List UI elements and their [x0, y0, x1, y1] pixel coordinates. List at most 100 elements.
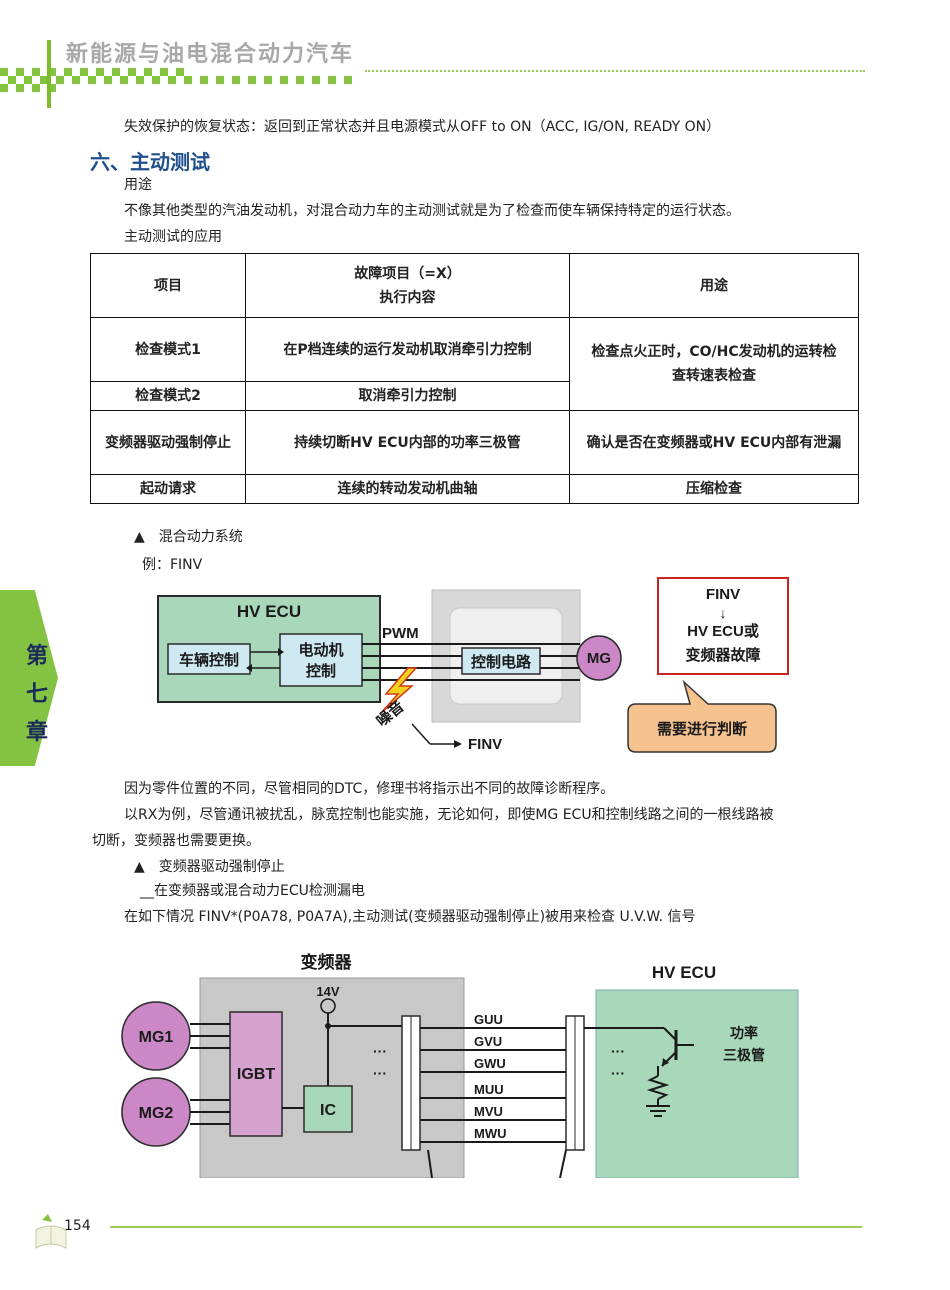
row3-item: 变频器驱动强制停止: [90, 410, 246, 475]
inverter-caption: ▲ 变频器驱动强制停止: [134, 859, 285, 875]
recovery-text: 失效保护的恢复状态：返回到正常状态并且电源模式从OFF to ON（ACC, I…: [124, 119, 721, 135]
hv-ecu-label: HV ECU: [237, 602, 301, 621]
header-item: 项目: [90, 253, 246, 318]
table-row: 变频器驱动强制停止 持续切断HV ECU内部的功率三极管 确认是否在变频器或HV…: [90, 410, 859, 475]
row2-item: 检查模式2: [90, 381, 246, 411]
v14-label: 14V: [316, 984, 339, 999]
vehicle-control-label: 车辆控制: [179, 651, 239, 669]
purpose-label: 用途: [124, 177, 152, 193]
pwm-label: PWM: [382, 625, 419, 642]
signal-muu: MUU: [474, 1082, 504, 1097]
inverter-label: 变频器: [301, 952, 353, 972]
dots-left-2: ···: [373, 1065, 387, 1081]
signal-text: 在如下情况 FINV*(P0A78, P0A7A),主动测试(变频器驱动强制停止…: [124, 909, 696, 925]
inverter-stop-diagram: 变频器 HV ECU MG1 MG2 IGBT 14V IC ··· ··· ·…: [121, 952, 799, 1178]
hv-ecu-box: [595, 989, 799, 1178]
control-circuit-box: [461, 647, 541, 675]
dots-right-1: ···: [611, 1043, 625, 1059]
judge-label: 需要进行判断: [657, 720, 747, 738]
mg-circle: [576, 635, 622, 681]
chapter-char-3: 章: [26, 720, 49, 745]
purpose-text: 不像其他类型的汽油发动机，对混合动力车的主动测试就是为了检查而使车辆保持特定的运…: [124, 203, 740, 219]
mg2-label: MG2: [139, 1105, 174, 1122]
active-test-table: 项目 故障项目（=X） 执行内容 用途 检查模式1 在P档连续的运行发动机取消牵…: [90, 253, 859, 504]
row3-use: 确认是否在变频器或HV ECU内部有泄漏: [569, 410, 859, 475]
header-fault: 故障项目（=X） 执行内容: [245, 253, 570, 318]
chapter-char-2: 七: [26, 682, 49, 707]
row3-content: 持续切断HV ECU内部的功率三极管: [245, 410, 570, 475]
lightning-icon: [379, 667, 418, 715]
body-p1: 因为零件位置的不同，尽管相同的DTC，修理书将指示出不同的故障诊断程序。: [124, 781, 615, 797]
header-fault-line1: 故障项目（=X）: [354, 265, 461, 282]
row1-use: 检查点火正时，CO/HC发动机的运转检 查转速表检查: [569, 317, 859, 411]
table-header-row: 项目 故障项目（=X） 执行内容 用途: [90, 253, 859, 318]
footer-line: [110, 1226, 862, 1228]
wire: [559, 1149, 567, 1178]
control-circuit-label: 控制电路: [471, 653, 532, 671]
dots-right-2: ···: [611, 1065, 625, 1081]
signal-gvu: GVU: [474, 1034, 502, 1049]
book-icon: [35, 1214, 67, 1249]
junction-dot: [325, 1023, 331, 1029]
hybrid-caption: ▲ 混合动力系统: [134, 529, 243, 545]
signal-guu: GUU: [474, 1012, 503, 1027]
header-checker-pattern: [0, 68, 352, 92]
vehicle-control-box: [167, 643, 251, 675]
mg-label: MG: [587, 650, 611, 667]
page-number: 154: [64, 1218, 91, 1234]
resistor-icon: [646, 1075, 670, 1100]
mg1-label: MG1: [139, 1029, 174, 1046]
motor-control-label-2: 控制: [306, 662, 336, 680]
header-vertical-bar: [47, 40, 51, 108]
igbt-label: IGBT: [237, 1066, 275, 1083]
arrow-head-left: [246, 664, 252, 672]
callout-line2: HV ECU或: [687, 622, 759, 640]
row4-use: 压缩检查: [569, 474, 859, 504]
table-row: 起动请求 连续的转动发动机曲轴 压缩检查: [90, 474, 859, 504]
callout-line3: 变频器故障: [685, 646, 760, 664]
dots-left-1: ···: [373, 1043, 387, 1059]
row4-item: 起动请求: [90, 474, 246, 504]
header-fault-line2: 执行内容: [379, 289, 436, 306]
finv-arrow-line-1: [411, 723, 431, 745]
section-title: 六、主动测试: [90, 150, 210, 174]
motor-control-label-1: 电动机: [298, 641, 343, 659]
signal-mvu: MVU: [474, 1104, 503, 1119]
row4-content: 连续的转动发动机曲轴: [245, 474, 570, 504]
header-use: 用途: [569, 253, 859, 318]
book-title: 新能源与油电混合动力汽车: [66, 42, 355, 67]
hv-ecu-label: HV ECU: [652, 963, 716, 982]
power-label-1: 功率: [730, 1025, 758, 1041]
header-dotted-line: [365, 70, 865, 74]
application-label: 主动测试的应用: [124, 229, 222, 245]
ic-box: [303, 1085, 353, 1133]
callout-line1: FINV: [706, 586, 740, 603]
example-label: 例：FINV: [142, 557, 203, 573]
chapter-char-1: 第: [26, 644, 49, 669]
row1-use-line2: 查转速表检查: [672, 368, 756, 384]
power-label-2: 三极管: [723, 1047, 765, 1063]
transistor-collector: [663, 1027, 677, 1041]
igbt-box: [229, 1011, 283, 1137]
transistor-arrow: [662, 1058, 669, 1066]
callout-arrow: ↓: [720, 605, 727, 621]
finv-label: FINV: [468, 736, 502, 753]
judge-bubble: [627, 679, 777, 753]
table-row: 检查模式2 取消牵引力控制: [90, 381, 859, 411]
finv-diagram: HV ECU 车辆控制 电动机 控制 PWM 控制电路 MG 噪音 FINV F…: [157, 577, 789, 753]
finv-arrow-head: [454, 740, 462, 748]
row1-item: 检查模式1: [90, 317, 246, 382]
body-p2a: 以RX为例，尽管通讯被扰乱，脉宽控制也能实施，无论如何，即使MG ECU和控制线…: [124, 807, 774, 823]
row2-content: 取消牵引力控制: [245, 381, 570, 411]
signal-mwu: MWU: [474, 1126, 507, 1141]
table-row: 检查模式1 在P档连续的运行发动机取消牵引力控制 检查点火正时，CO/HC发动机…: [90, 317, 859, 411]
wire: [427, 1149, 433, 1178]
leak-text: __在变频器或混合动力ECU检测漏电: [140, 883, 365, 899]
row1-content: 在P档连续的运行发动机取消牵引力控制: [245, 317, 570, 382]
signal-gwu: GWU: [474, 1056, 506, 1071]
row1-use-line1: 检查点火正时，CO/HC发动机的运转检: [591, 344, 837, 360]
motor-control-box: [279, 633, 363, 687]
ic-label: IC: [320, 1102, 336, 1119]
body-p2b: 切断，变频器也需要更换。: [92, 833, 260, 849]
arrow-head-right: [278, 648, 284, 656]
